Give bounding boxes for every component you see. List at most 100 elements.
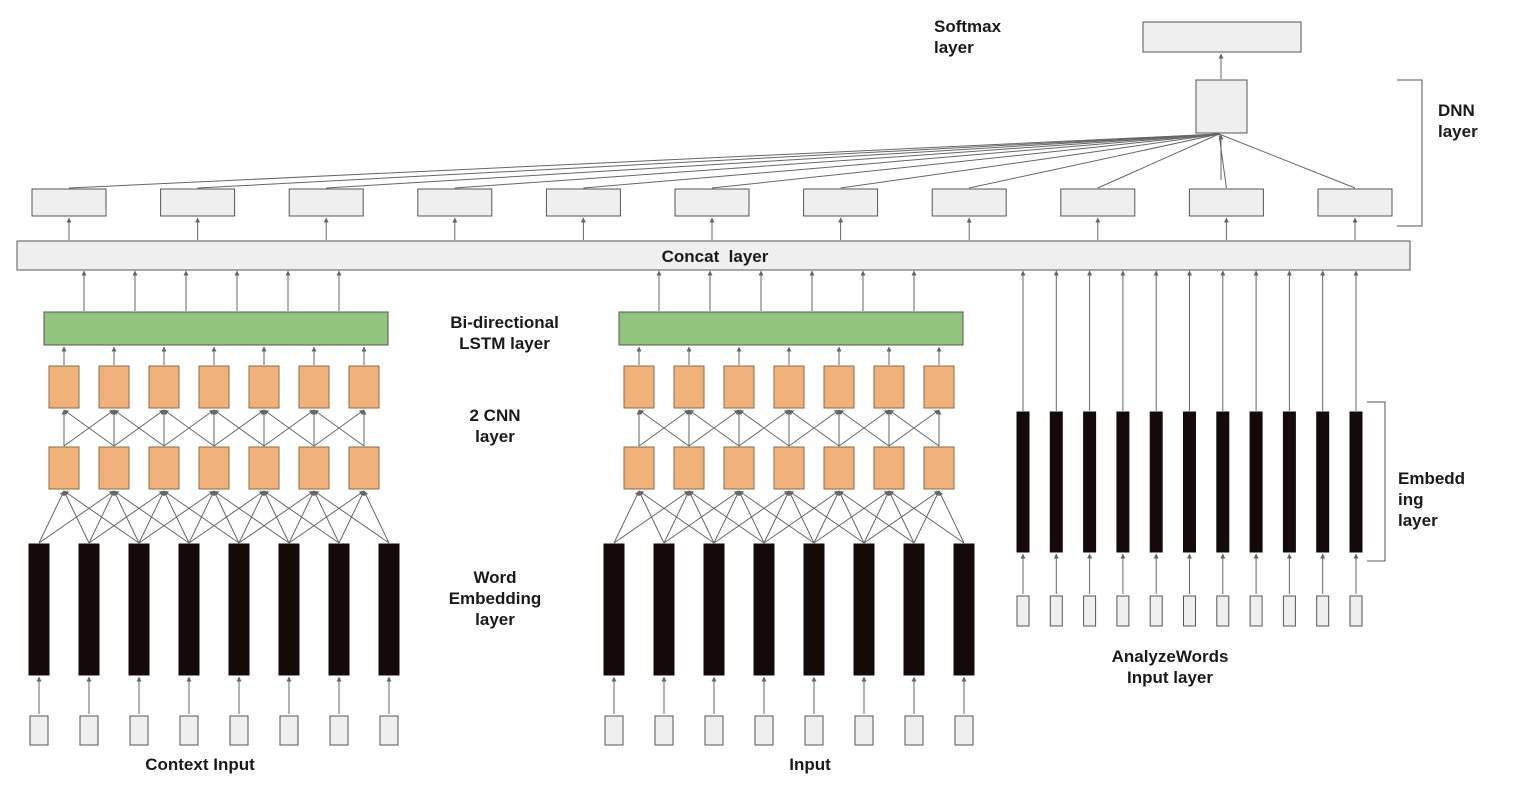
concat-layer-label: Concat layer [661, 247, 769, 266]
input-cnn-to-cnn-arrow [638, 409, 690, 447]
context-emb-to-cnn-arrow [38, 490, 65, 544]
input-cnn-layer1-unit [873, 446, 905, 490]
concat-layer-block [16, 240, 1411, 271]
context-input-token [329, 715, 349, 746]
input-emb-to-cnn-arrow [913, 490, 940, 544]
input-input-token [654, 715, 674, 746]
input-input-token [854, 715, 874, 746]
context-cnn-layer1-unit [298, 446, 330, 490]
context-emb-to-cnn-arrow [238, 490, 315, 544]
input-cnn-layer1-unit [823, 446, 855, 490]
concat-output-box [1317, 188, 1393, 217]
context-emb-to-cnn-arrow [38, 490, 115, 544]
context-emb-to-cnn-arrow [338, 490, 365, 544]
context-emb-to-cnn-arrow [363, 490, 390, 544]
output-to-dnn-line [326, 133, 1220, 189]
input-emb-to-cnn-arrow [938, 490, 965, 544]
context-cnn-layer1-unit [48, 446, 80, 490]
analyzewords-input-token [1349, 595, 1363, 627]
context-cnn-layer2-unit [98, 365, 130, 409]
context-emb-to-cnn-arrow [88, 490, 165, 544]
dnn-box [1195, 79, 1248, 134]
output-to-dnn-line [454, 133, 1220, 189]
input-input-token [954, 715, 974, 746]
context-word-embedding-bar [228, 543, 250, 676]
context-cnn-layer2-unit [248, 365, 280, 409]
connection-arrows [36, 53, 1359, 714]
input-word-embedding-bar [603, 543, 625, 676]
context-input-token [279, 715, 299, 746]
output-to-dnn-line [1218, 133, 1227, 189]
analyzewords-embedding-bar [1083, 411, 1097, 553]
input-emb-to-cnn-arrow [663, 490, 740, 544]
context-word-embedding-bar [328, 543, 350, 676]
context-cnn-layer2-unit [48, 365, 80, 409]
context-cnn-to-cnn-arrow [63, 409, 115, 447]
analyzewords-input-token [1083, 595, 1097, 627]
input-emb-to-cnn-arrow [863, 490, 890, 544]
analyzewords-embedding-bar [1216, 411, 1230, 553]
context-input-token [379, 715, 399, 746]
output-to-dnn-line [711, 133, 1220, 189]
context-cnn-to-cnn-arrow [213, 409, 265, 447]
analyzewords-embedding-bar [1282, 411, 1296, 553]
input-word-embedding-bar [753, 543, 775, 676]
input-cnn-to-cnn-arrow [888, 409, 940, 447]
analyzewords-input-token [1116, 595, 1130, 627]
analyzewords-input-token [1183, 595, 1196, 627]
context-word-embedding-bar [28, 543, 50, 676]
analyzewords-input-token [1249, 595, 1263, 627]
analyzewords-embedding-bar [1116, 411, 1130, 553]
concat-output-box [1060, 188, 1136, 217]
context-cnn-layer1-unit [198, 446, 230, 490]
analyzewords-input-token [1282, 595, 1296, 627]
input-cnn-layer2-unit [773, 365, 805, 409]
context-emb-to-cnn-arrow [138, 490, 165, 544]
context-cnn-layer1-unit [98, 446, 130, 490]
context-cnn-layer2-unit [298, 365, 330, 409]
input-bilstm-block [618, 311, 964, 346]
analyzewords-input-token [1316, 595, 1330, 627]
input-input-token [904, 715, 924, 746]
input-emb-to-cnn-arrow [613, 490, 690, 544]
input-cnn-to-cnn-arrow [788, 409, 840, 447]
input-cnn-layer1-unit [723, 446, 755, 490]
output-to-dnn-line [197, 133, 1220, 189]
input-emb-to-cnn-arrow [663, 490, 690, 544]
output-to-dnn-line [840, 133, 1220, 189]
concat-output-box [1188, 188, 1264, 217]
context-cnn-layer2-unit [198, 365, 230, 409]
context-emb-to-cnn-arrow [188, 490, 265, 544]
input-emb-to-cnn-arrow [813, 490, 840, 544]
input-cnn-layer1-unit [623, 446, 655, 490]
context-cnn-layer1-unit [148, 446, 180, 490]
context-word-embedding-bar [178, 543, 200, 676]
analyzewords-embedding-bar [1149, 411, 1163, 553]
context-input-token [79, 715, 99, 746]
dnn-bracket [1397, 79, 1423, 227]
input-emb-to-cnn-arrow [713, 490, 790, 544]
context-input-token [29, 715, 49, 746]
context-bilstm-block [43, 311, 389, 346]
context-word-embedding-bar [278, 543, 300, 676]
output-to-dnn-line [1218, 133, 1356, 189]
context-input-label: Context Input [145, 755, 255, 774]
context-input-token [179, 715, 199, 746]
input-cnn-layer2-unit [823, 365, 855, 409]
input-input-token [604, 715, 624, 746]
input-cnn-layer2-unit [873, 365, 905, 409]
concat-output-box [160, 188, 236, 217]
embedding-bracket [1367, 401, 1386, 562]
context-cnn-to-cnn-arrow [313, 409, 365, 447]
context-cnn-layer1-unit [248, 446, 280, 490]
analyzewords-input-token [1016, 595, 1030, 627]
input-word-embedding-bar [903, 543, 925, 676]
input-input-token [804, 715, 824, 746]
concat-output-box [417, 188, 493, 217]
input-word-embedding-bar [803, 543, 825, 676]
input-cnn-to-cnn-arrow [738, 409, 790, 447]
input-input-token [704, 715, 724, 746]
input-cnn-layer2-unit [623, 365, 655, 409]
